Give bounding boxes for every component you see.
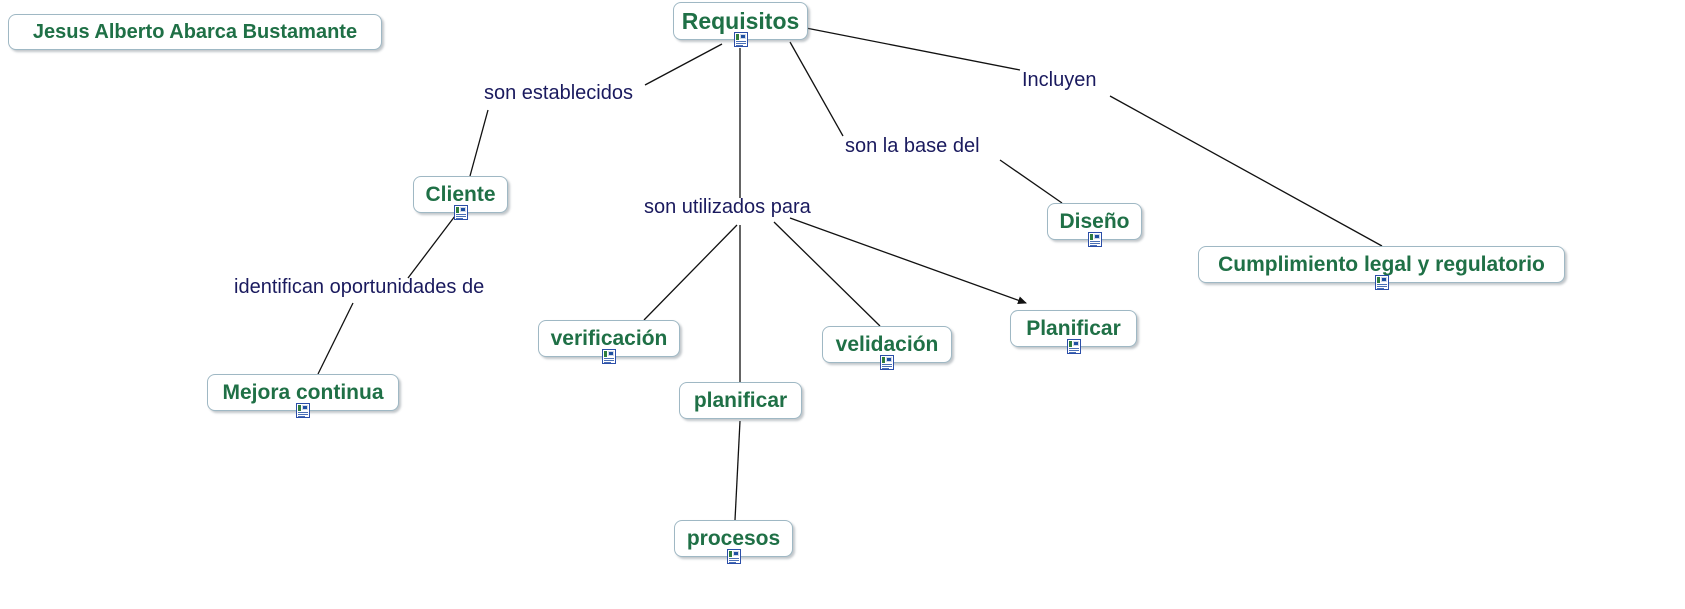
node-diseno[interactable]: Diseño [1047, 203, 1142, 247]
edge-label-text: son utilizados para [644, 196, 811, 218]
node-procesos[interactable]: procesos [674, 520, 793, 564]
edge-son-establecidos-cliente [469, 109, 489, 177]
edge-label-son-utilizados-para[interactable]: son utilizados para [644, 196, 811, 219]
edge-label-incluyen[interactable]: Incluyen [1022, 69, 1097, 92]
node-label: Cliente [425, 183, 496, 206]
edge-incluyen-cumplimiento [1109, 95, 1383, 247]
node-planificar-requisito[interactable]: Planificar [1010, 310, 1137, 354]
node-label: Cumplimiento legal y regulatorio [1218, 253, 1545, 276]
edge-planificar-procesos [734, 420, 741, 521]
node-label: Planificar [1026, 317, 1121, 340]
node-label: Requisitos [681, 7, 800, 34]
note-document-icon[interactable] [602, 349, 616, 364]
node-cliente[interactable]: Cliente [413, 176, 508, 220]
node-requisitos[interactable]: Requisitos [673, 2, 808, 47]
edge-son-utilizados-velidacion [773, 221, 881, 327]
node-label: Diseño [1059, 210, 1130, 233]
edge-requisitos-son-la-base-del [789, 41, 844, 137]
note-document-icon[interactable] [1066, 339, 1081, 354]
node-cumplimiento-legal-y-regulatorio[interactable]: Cumplimiento legal y regulatorio [1198, 246, 1565, 290]
node-label: velidación [835, 333, 939, 356]
edge-label-text: son la base del [845, 135, 980, 157]
edge-identifican-mejora [317, 302, 354, 375]
edge-label-text: identifican oportunidades de [234, 276, 485, 298]
edge-requisitos-son-establecidos [644, 43, 723, 86]
note-document-icon[interactable] [880, 355, 894, 370]
note-document-icon[interactable] [296, 403, 310, 418]
edge-label-identifican-oportunidades-de[interactable]: identifican oportunidades de [234, 276, 484, 299]
node-label: planificar [693, 389, 788, 412]
node-label: procesos [686, 527, 781, 550]
edge-requisitos-incluyen [805, 27, 1021, 71]
edge-label-text: son establecidos [484, 82, 633, 104]
note-document-icon[interactable] [453, 205, 468, 220]
node-label: verificación [550, 327, 668, 350]
note-document-icon[interactable] [1374, 275, 1389, 290]
note-document-icon[interactable] [733, 32, 748, 47]
edge-son-la-base-del-diseno [999, 159, 1063, 204]
edge-cliente-identifican [407, 215, 456, 279]
edge-son-utilizados-planificar-r [789, 217, 1027, 305]
node-planificar[interactable]: planificar [679, 382, 802, 419]
note-document-icon[interactable] [726, 549, 741, 564]
edge-label-son-la-base-del[interactable]: son la base del [845, 135, 980, 158]
edge-son-utilizados-verificacion [643, 224, 738, 321]
node-velidacion[interactable]: velidación [822, 326, 952, 370]
edge-label-son-establecidos[interactable]: son establecidos [484, 82, 633, 105]
edge-label-text: Incluyen [1022, 69, 1097, 91]
note-document-icon[interactable] [1087, 232, 1102, 247]
node-label: Jesus Alberto Abarca Bustamante [32, 21, 358, 43]
node-label: Mejora continua [222, 381, 384, 404]
node-mejora-continua[interactable]: Mejora continua [207, 374, 399, 418]
node-verificacion[interactable]: verificación [538, 320, 680, 364]
node-author[interactable]: Jesus Alberto Abarca Bustamante [8, 14, 382, 50]
